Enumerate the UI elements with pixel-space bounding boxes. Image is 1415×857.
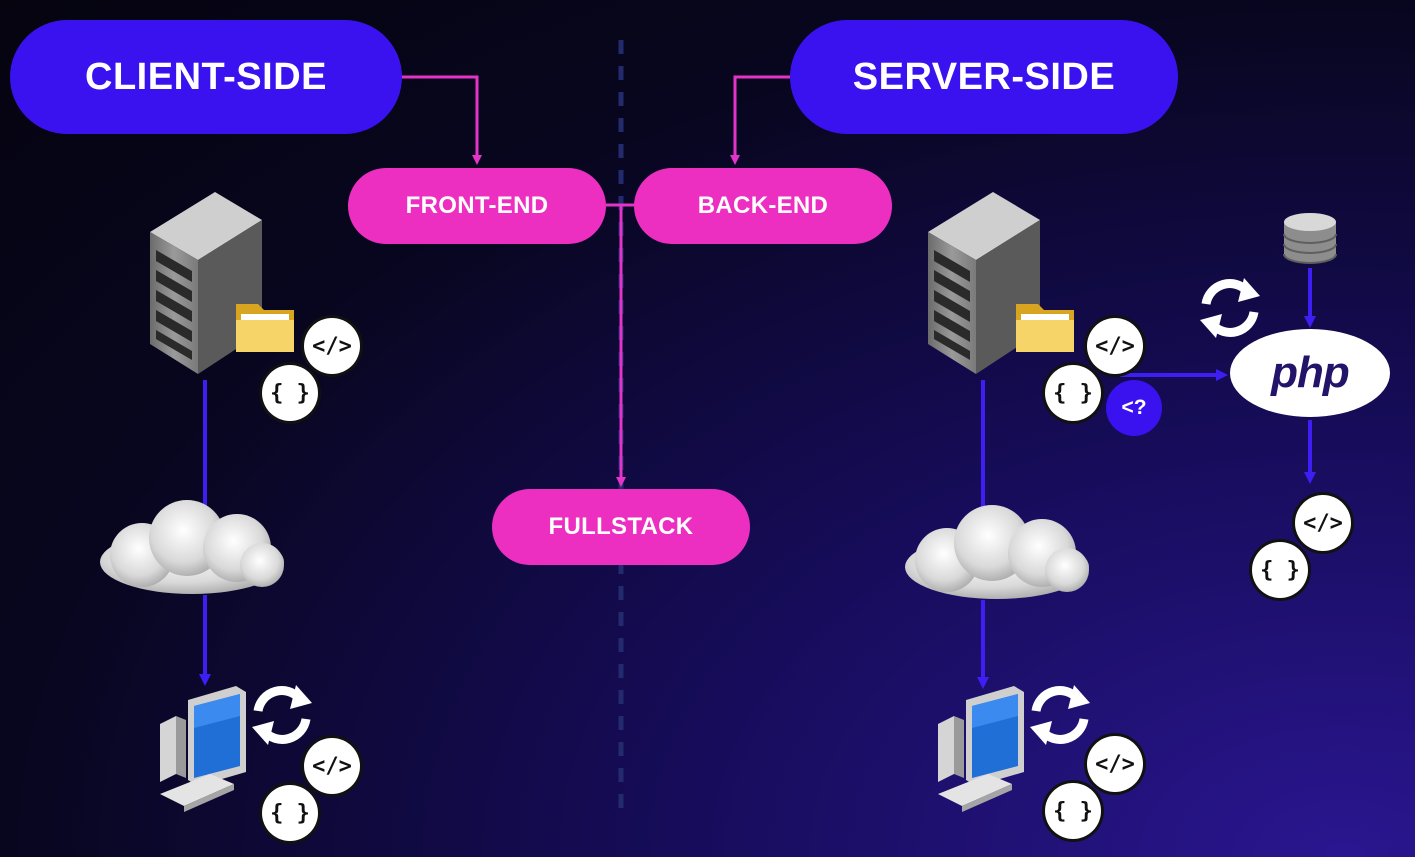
braces-icon: { } bbox=[1045, 783, 1101, 839]
braces-icon: { } bbox=[1045, 365, 1101, 421]
refresh-icon bbox=[1200, 278, 1260, 338]
front-end-label: FRONT-END bbox=[348, 168, 606, 244]
back-end-label: BACK-END bbox=[634, 168, 892, 244]
computer-icon bbox=[938, 686, 1024, 812]
refresh-icon bbox=[252, 685, 312, 745]
cloud-icon bbox=[905, 505, 1089, 599]
folder-icon bbox=[1016, 304, 1074, 352]
html-tag-icon: </> bbox=[304, 738, 360, 794]
braces-icon: { } bbox=[1252, 542, 1308, 598]
braces-icon: { } bbox=[262, 785, 318, 841]
client-side-label: CLIENT-SIDE bbox=[10, 20, 402, 134]
folder-icon bbox=[236, 304, 294, 352]
html-tag-icon: </> bbox=[1087, 736, 1143, 792]
server-to-backend-arrow bbox=[730, 75, 790, 165]
fullstack-label: FULLSTACK bbox=[492, 489, 750, 565]
refresh-icon bbox=[1030, 685, 1090, 745]
server-icon bbox=[150, 192, 262, 374]
server-side-label: SERVER-SIDE bbox=[790, 20, 1178, 134]
html-tag-icon: </> bbox=[1087, 318, 1143, 374]
php-logo: php bbox=[1230, 329, 1390, 417]
client-to-frontend-arrow bbox=[400, 75, 482, 165]
database-icon bbox=[1283, 213, 1337, 264]
computer-icon bbox=[160, 686, 246, 812]
cloud-icon bbox=[100, 500, 284, 594]
html-tag-icon: </> bbox=[304, 318, 360, 374]
server-icon bbox=[928, 192, 1040, 374]
braces-icon: { } bbox=[262, 365, 318, 421]
php-open-tag-icon: <? bbox=[1106, 380, 1162, 436]
html-tag-icon: </> bbox=[1295, 495, 1351, 551]
